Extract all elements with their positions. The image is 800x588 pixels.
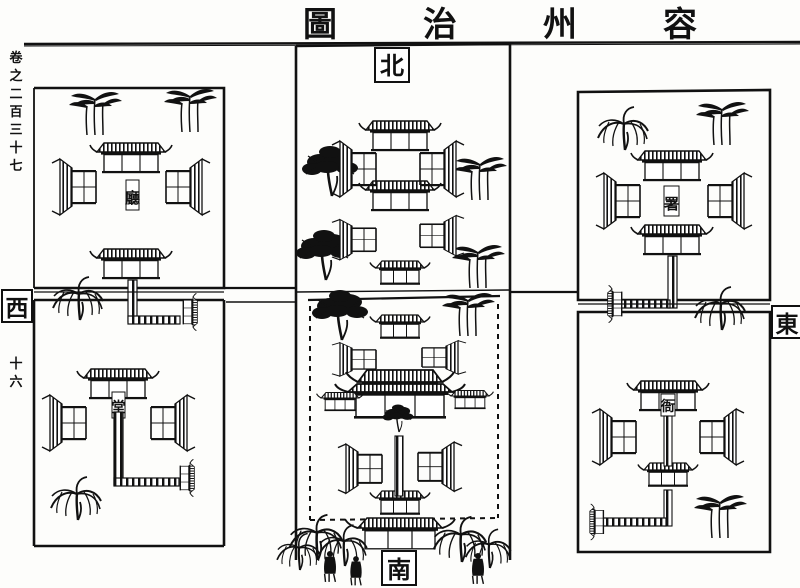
title-char-4: 圖 [303, 5, 337, 45]
compass-east: 東 [771, 305, 800, 339]
volume-char-6: 七 [9, 159, 22, 174]
axis-wall [394, 435, 404, 497]
hall-label-text: 署 [663, 195, 679, 213]
hall-label: 廳 [125, 179, 140, 211]
hall-label-text: 衙 [660, 398, 675, 415]
compass-north: 北 [374, 47, 410, 83]
hall-label-text: 廳 [125, 189, 140, 207]
title-char-1: 容 [663, 5, 697, 45]
volume-char-1: 之 [9, 68, 22, 84]
compass-west-label: 西 [6, 296, 29, 322]
front-gate-precinct[interactable] [276, 513, 512, 587]
page-char-1: 六 [9, 374, 22, 390]
axis-wall [599, 415, 673, 527]
title-char-2: 州 [543, 5, 577, 45]
page-char-0: 十 [9, 356, 22, 372]
volume-char-5: 十 [9, 140, 22, 156]
plate-edge [34, 289, 770, 305]
enclosure-walls [32, 42, 772, 560]
volume-char-4: 三 [9, 123, 22, 138]
panel-east-lower[interactable]: 衙 [589, 380, 748, 541]
hall-label: 衙 [660, 393, 676, 417]
margin-page-number: 十 六 [9, 356, 22, 390]
hall-label: 署 [663, 185, 680, 217]
margin-volume-label: 卷 之 二 百 三 十 七 [9, 50, 23, 174]
compass-south-label: 南 [387, 556, 411, 584]
panel-west-upper[interactable]: 廳 [51, 88, 218, 332]
volume-char-2: 二 [9, 87, 22, 102]
compass-east-label: 東 [776, 312, 799, 338]
corridor-wall [127, 279, 181, 325]
title-char-3: 治 [423, 5, 457, 45]
compass-west: 西 [1, 289, 33, 323]
compass-north-label: 北 [380, 52, 404, 80]
main-gatehouse [344, 517, 456, 550]
volume-char-3: 百 [9, 105, 22, 120]
volume-char-0: 卷 [9, 50, 23, 66]
panel-west-lower[interactable]: 堂 [42, 368, 196, 522]
corridor-wall [113, 411, 180, 487]
compass-south: 南 [381, 550, 417, 586]
panel-center-lower[interactable] [310, 288, 496, 516]
